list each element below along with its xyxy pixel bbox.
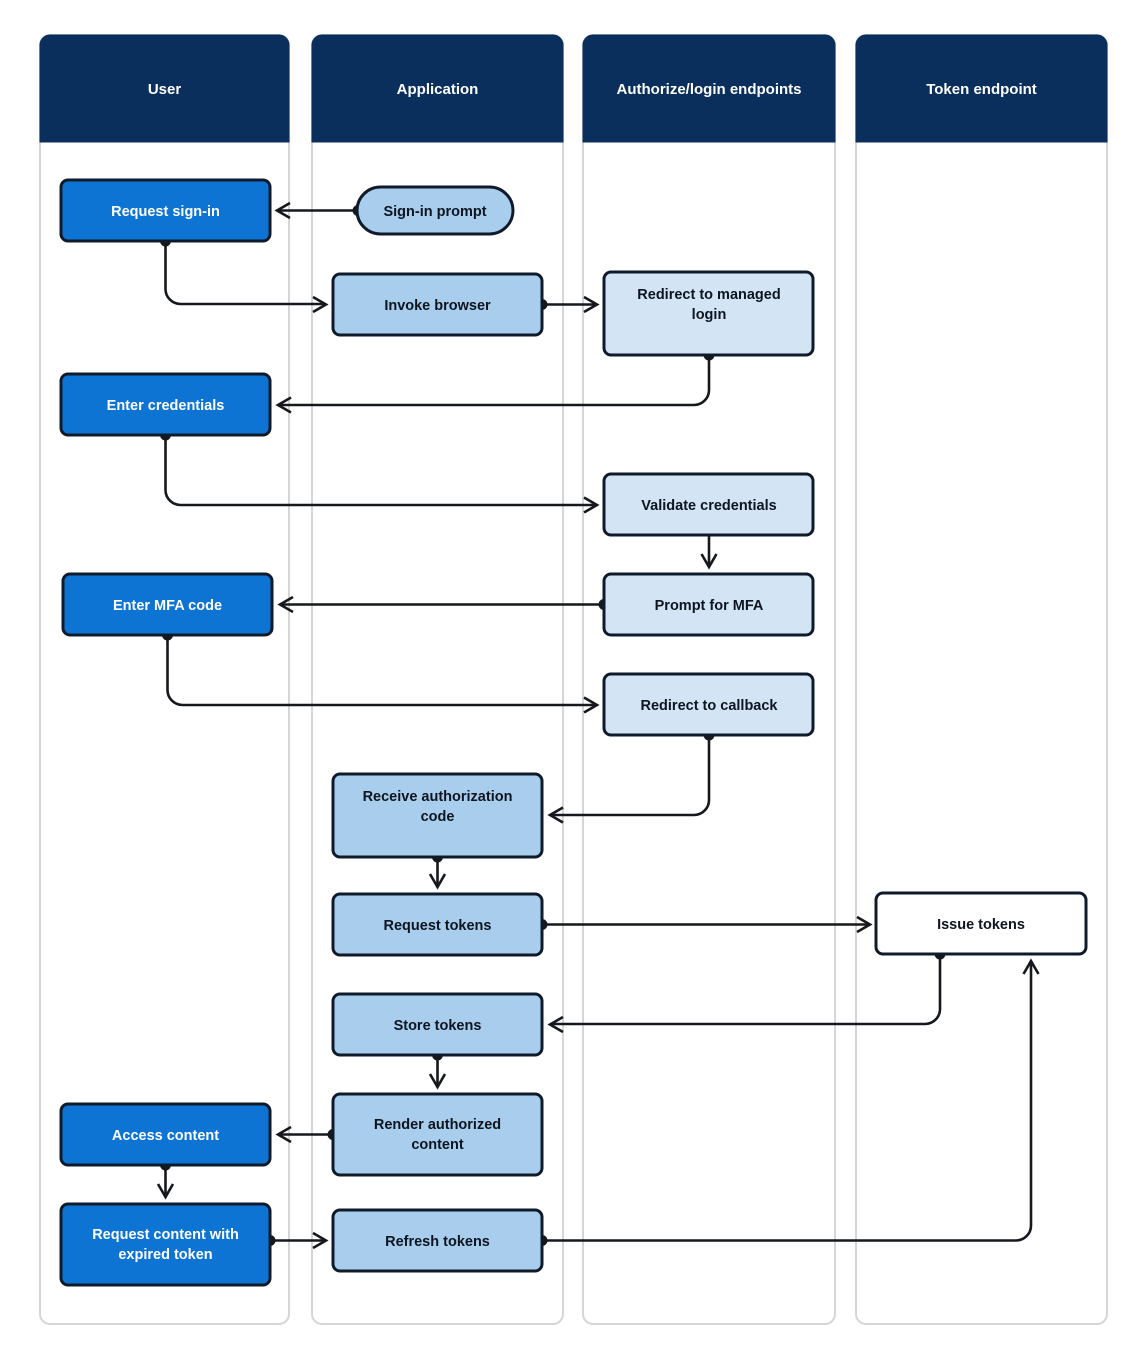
node-label-enter-credentials: Enter credentials [107, 398, 225, 414]
node-refresh-tokens[interactable]: Refresh tokens [331, 1208, 544, 1273]
edge-validate-creds-to-prompt-mfa [700, 535, 718, 570]
node-request-sign-in[interactable]: Request sign-in [59, 178, 272, 243]
node-prompt-for-mfa[interactable]: Prompt for MFA [602, 572, 815, 637]
node-label-store-tokens: Store tokens [394, 1018, 482, 1034]
lane-user: User [39, 34, 290, 1325]
lane-title-token: Token endpoint [926, 81, 1037, 98]
node-label-refresh-tokens: Refresh tokens [385, 1234, 490, 1250]
node-layer: Request sign-in Sign-in prompt Invoke br… [59, 178, 1088, 1287]
node-label-prompt-for-mfa: Prompt for MFA [655, 598, 764, 614]
node-label-redirect-to-callback: Redirect to callback [641, 698, 779, 714]
node-access-content[interactable]: Access content [59, 1102, 272, 1167]
lane-title-application: Application [397, 81, 479, 98]
node-label-sign-in-prompt: Sign-in prompt [383, 204, 486, 220]
node-issue-tokens[interactable]: Issue tokens [874, 891, 1088, 956]
lane-title-authorize: Authorize/login endpoints [617, 81, 802, 98]
node-enter-mfa-code[interactable]: Enter MFA code [61, 572, 274, 637]
node-enter-credentials[interactable]: Enter credentials [59, 372, 272, 437]
node-label-access-content: Access content [112, 1128, 219, 1144]
node-label-invoke-browser: Invoke browser [384, 298, 491, 314]
node-invoke-browser[interactable]: Invoke browser [331, 272, 544, 337]
node-label-issue-tokens: Issue tokens [937, 917, 1025, 933]
node-label-validate-credentials: Validate credentials [641, 498, 776, 514]
node-sign-in-prompt[interactable]: Sign-in prompt [355, 185, 515, 236]
node-store-tokens[interactable]: Store tokens [331, 992, 544, 1057]
node-label-enter-mfa-code: Enter MFA code [113, 598, 222, 614]
node-request-tokens[interactable]: Request tokens [331, 892, 544, 957]
node-label-request-sign-in: Request sign-in [111, 204, 220, 220]
lane-token-endpoint: Token endpoint [855, 34, 1108, 1325]
lane-title-user: User [148, 81, 182, 98]
node-redirect-to-callback[interactable]: Redirect to callback [602, 672, 815, 737]
node-label-request-tokens: Request tokens [384, 918, 492, 934]
node-validate-credentials[interactable]: Validate credentials [602, 472, 815, 537]
